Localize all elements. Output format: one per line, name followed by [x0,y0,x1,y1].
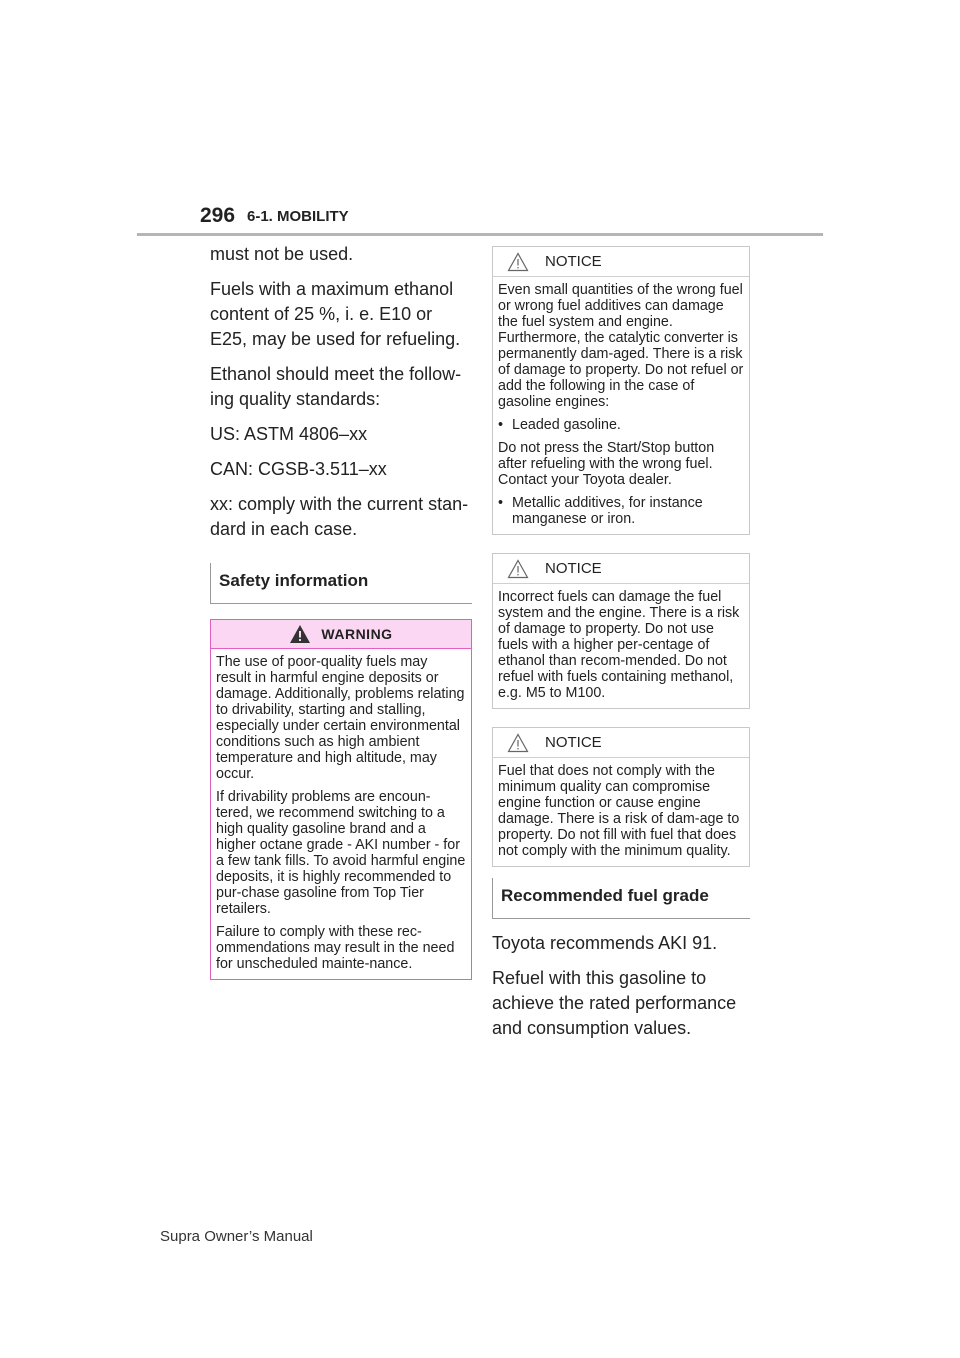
notice-box-2: NOTICE Incorrect fuels can damage the fu… [492,553,750,709]
notice-body: Fuel that does not comply with the minim… [493,758,749,866]
footer-manual-title: Supra Owner’s Manual [160,1228,313,1245]
notice-box-3: NOTICE Fuel that does not comply with th… [492,727,750,867]
notice-paragraph: Fuel that does not comply with the minim… [498,763,740,859]
warning-body: The use of poor-quality fuels may result… [211,649,471,979]
bullet-icon: • [498,495,504,511]
notice-paragraph: Do not press the Start/Stop button after… [498,440,715,488]
body-paragraph: Ethanol should meet the follow-ing quali… [210,364,462,409]
notice-title-bar: NOTICE [493,728,749,758]
body-paragraph: must not be used. [210,244,354,264]
body-paragraph: Refuel with this gasoline to achieve the… [492,968,737,1038]
warning-paragraph: Failure to comply with these rec-ommenda… [216,924,455,972]
body-paragraph: CAN: CGSB-3.511–xx [210,459,387,479]
bullet-text: Metallic additives, for instance mangane… [512,495,703,527]
section-title: 6-1. MOBILITY [247,208,349,225]
body-paragraph: Toyota recommends AKI 91. [492,933,718,953]
caution-icon [507,732,529,752]
warning-paragraph: If drivability problems are encoun-tered… [216,789,466,917]
notice-title-bar: NOTICE [493,247,749,277]
warning-icon [290,625,311,643]
notice-title: NOTICE [545,560,602,577]
recommended-fuel-grade-heading: Recommended fuel grade [492,878,750,919]
notice-body: Even small quantities of the wrong fuel … [493,277,749,534]
left-column: must not be used. Fuels with a maximum e… [210,242,472,980]
notice-body: Incorrect fuels can damage the fuel syst… [493,584,749,708]
page-number: 296 [200,204,236,227]
warning-box: WARNING The use of poor-quality fuels ma… [210,619,472,980]
bullet-item: • Metallic additives, for instance manga… [498,495,744,527]
warning-title-bar: WARNING [211,620,471,649]
bullet-icon: • [498,417,504,433]
body-paragraph: Fuels with a maximum ethanol content of … [210,279,461,349]
notice-box-1: NOTICE Even small quantities of the wron… [492,246,750,535]
safety-information-heading: Safety information [210,563,472,604]
header-divider [137,233,823,236]
caution-icon [507,558,529,578]
notice-title: NOTICE [545,253,602,270]
bullet-text: Leaded gasoline. [512,417,621,433]
notice-paragraph: Incorrect fuels can damage the fuel syst… [498,589,740,701]
warning-paragraph: The use of poor-quality fuels may result… [216,654,465,782]
right-column: NOTICE Even small quantities of the wron… [492,246,750,1051]
notice-title-bar: NOTICE [493,554,749,584]
body-paragraph: US: ASTM 4806–xx [210,424,368,444]
caution-icon [507,251,529,271]
warning-title: WARNING [321,626,393,642]
body-paragraph: xx: comply with the current stan-dard in… [210,494,469,539]
notice-paragraph: Even small quantities of the wrong fuel … [498,282,744,410]
bullet-item: • Leaded gasoline. [498,417,744,433]
notice-title: NOTICE [545,734,602,751]
